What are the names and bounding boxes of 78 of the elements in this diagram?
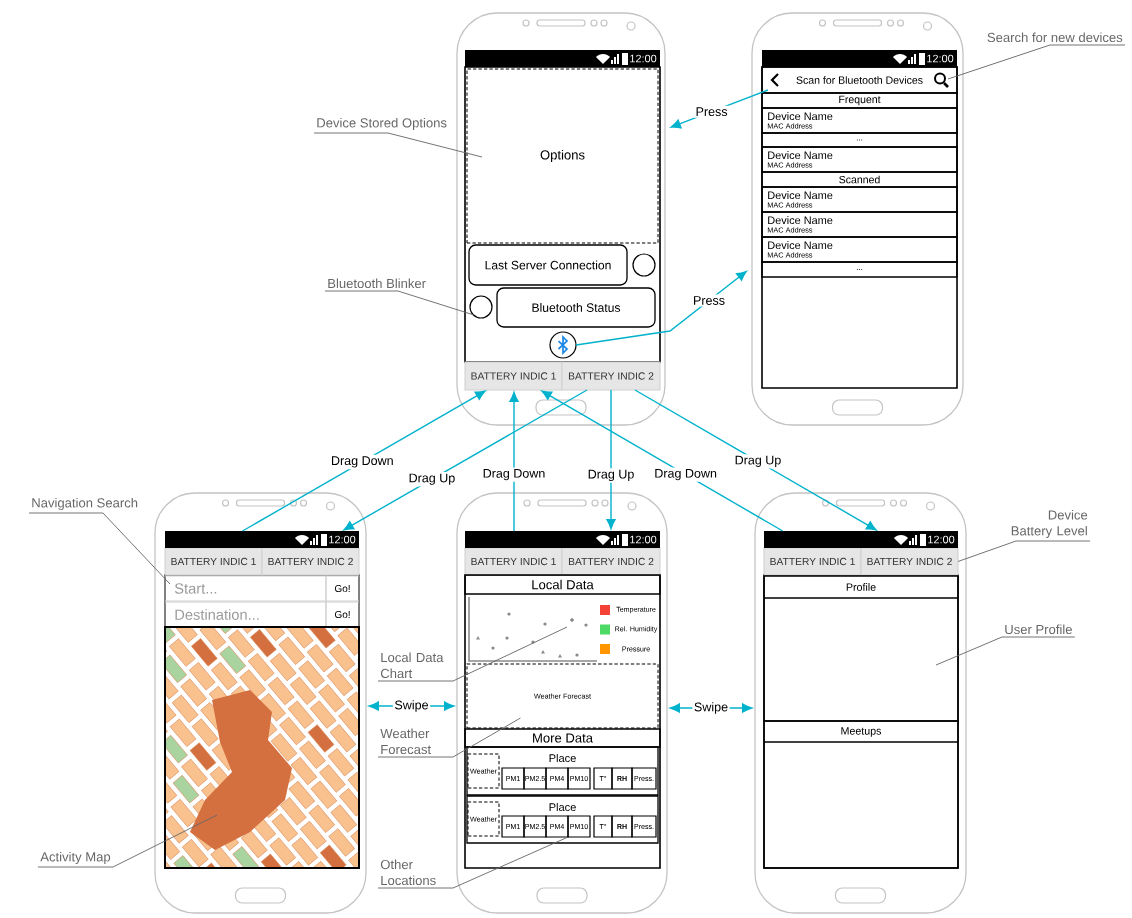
input-field: Destination...: [164, 601, 327, 628]
section-header: Local Data: [464, 574, 661, 595]
edge-label: Drag Up: [407, 472, 457, 487]
bluetooth-icon: [549, 331, 577, 359]
callout-label: Bluetooth Blinker: [328, 278, 426, 289]
callout-label: Local Data Chart: [380, 652, 444, 679]
map-picture: [164, 626, 360, 869]
leader-line: [947, 44, 1126, 80]
more-row: ...: [761, 261, 958, 278]
battery-indicator: BATTERY INDIC 2: [561, 361, 661, 391]
header-bar: Scan for Bluetooth Devices: [761, 66, 958, 94]
leader-line: [377, 626, 568, 682]
status-bar: 12:00: [465, 50, 660, 67]
phone-frame: [154, 492, 367, 914]
arrow: [606, 389, 616, 530]
edge-label: Drag Down: [652, 467, 719, 482]
phone-frame: [751, 12, 964, 426]
status-bar: 12:00: [165, 531, 359, 548]
edge-label: Drag Up: [733, 454, 783, 469]
callout-label: Device Battery Level: [1011, 509, 1088, 539]
leader-line: [28, 512, 171, 585]
section-header: More Data: [464, 728, 661, 748]
edge-label: Swipe: [692, 700, 730, 716]
battery-indicator: BATTERY INDIC 2: [261, 547, 360, 576]
status-bar: 12:00: [764, 531, 958, 548]
leader-line: [324, 290, 474, 316]
callout-label: Navigation Search: [32, 497, 138, 511]
section-header: Frequent: [761, 92, 958, 109]
edge-label: Drag Down: [329, 454, 396, 470]
phone-frame: [754, 492, 967, 914]
more-row: ...: [761, 132, 958, 148]
leader-line: [935, 636, 1076, 666]
indicator-circle: [632, 253, 656, 277]
callout-label: Activity Map: [40, 851, 111, 865]
leader-line: [957, 540, 1091, 562]
phone-frame: [456, 492, 668, 914]
edge-label: Drag Up: [586, 468, 636, 483]
arrow: [241, 390, 486, 532]
phone-frame: [456, 12, 666, 426]
scatter-chart: [468, 596, 598, 662]
status-box: Last Server Connection: [468, 244, 628, 286]
section-header: Scanned: [761, 171, 958, 188]
battery-indicator: BATTERY INDIC 1: [763, 547, 862, 576]
leader-line: [37, 814, 218, 868]
callout-label: User Profile: [1005, 624, 1072, 635]
arrow: [634, 389, 877, 531]
callout-label: Other Locations: [380, 859, 436, 886]
status-bar: 12:00: [762, 50, 957, 67]
go-button: Go!: [325, 601, 360, 628]
profile-panel: Profile: [763, 575, 959, 722]
battery-indicator: BATTERY INDIC 2: [860, 547, 959, 576]
go-button: Go!: [325, 575, 360, 602]
callout-label: Search for new devices: [987, 32, 1123, 43]
leader-line: [377, 717, 521, 758]
arrow: [541, 390, 784, 532]
status-box: Bluetooth Status: [496, 287, 656, 328]
meetups-panel: Meetups: [763, 720, 959, 869]
leader-line: [377, 837, 568, 889]
arrow: [575, 270, 747, 346]
callout-label: Weather Forecast: [380, 728, 431, 755]
arrow: [343, 389, 588, 531]
search-icon: [934, 72, 949, 88]
battery-indicator: BATTERY INDIC 1: [464, 547, 563, 576]
indicator-circle: [469, 295, 493, 319]
battery-indicator: BATTERY INDIC 1: [464, 361, 563, 391]
edge-label: Swipe: [392, 698, 431, 714]
options-panel: Options: [466, 68, 659, 244]
edge-label: Press: [691, 294, 727, 307]
back-icon: [770, 73, 779, 87]
status-bar: 12:00: [465, 531, 660, 548]
edge-label: Drag Down: [481, 467, 547, 482]
leader-line: [313, 132, 483, 158]
battery-indicator: BATTERY INDIC 2: [561, 547, 661, 576]
callout-label: Device Stored Options: [317, 117, 447, 131]
edge-label: Press: [693, 105, 730, 118]
arrow: [509, 391, 519, 532]
battery-indicator: BATTERY INDIC 1: [164, 547, 263, 576]
input-field: Start...: [164, 575, 327, 602]
